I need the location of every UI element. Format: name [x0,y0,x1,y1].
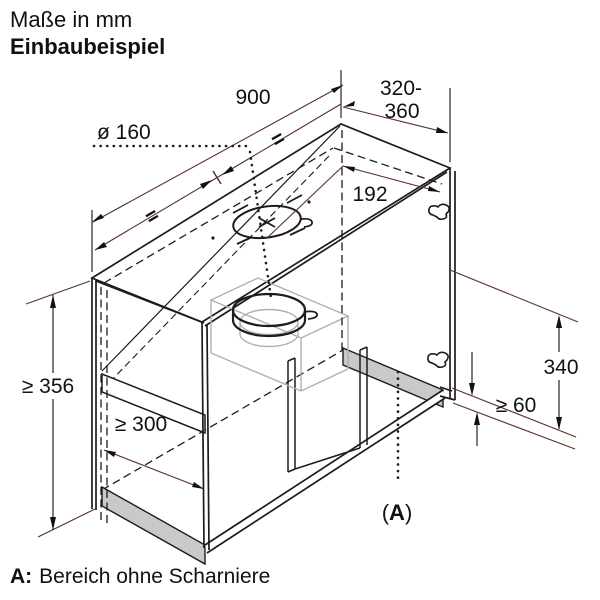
dim-depth-label-1: 320- [380,77,422,100]
right-panel [439,168,456,401]
duct-collar [231,292,318,338]
dim-height-left-label: ≥ 356 [22,375,74,398]
front-left-edge [201,321,210,551]
hinge-bottom-icon [427,351,449,369]
dim-niche-height-label: 340 [543,356,578,379]
dim-width [91,70,344,272]
hood-lower-body [287,346,368,473]
equals-mark-left: = [141,203,163,229]
dim-shelf-depth-label: ≥ 300 [115,413,167,436]
dimension-lines [25,70,579,538]
shaded-area-right [342,346,444,409]
page-title: Einbaubeispiel [10,34,165,59]
left-panel [91,278,108,524]
top-face [90,123,452,327]
duct-axis-line [248,150,273,300]
dim-height-left [25,280,96,538]
footnote: A:Bereich ohne Scharniere [10,565,270,588]
dim-depth-label-2: 360 [384,100,419,123]
dim-depth [342,88,451,162]
bottom-shelf [101,346,446,566]
dim-diameter-label: ø 160 [97,121,151,144]
dotted-leaders [92,144,400,480]
dim-shelf-depth [103,449,205,490]
dim-niche-height [449,269,579,438]
cabinet-drawing [90,123,456,566]
dim-hole-offset [266,165,441,239]
dim-hole-offset-label: 192 [352,183,387,206]
shaded-area-left [101,485,206,566]
dim-width-label: 900 [235,86,270,109]
dim-bottom-clearance [452,352,576,450]
dim-bottom-clearance-label: ≥ 60 [496,394,537,417]
equals-mark-right: = [267,126,289,152]
vent-hole [211,194,313,245]
area-a-marker: (A) [382,500,413,525]
hinge-top-icon [428,203,450,221]
left-shelf-edge [101,372,206,435]
units-note: Maße in mm [10,7,132,32]
